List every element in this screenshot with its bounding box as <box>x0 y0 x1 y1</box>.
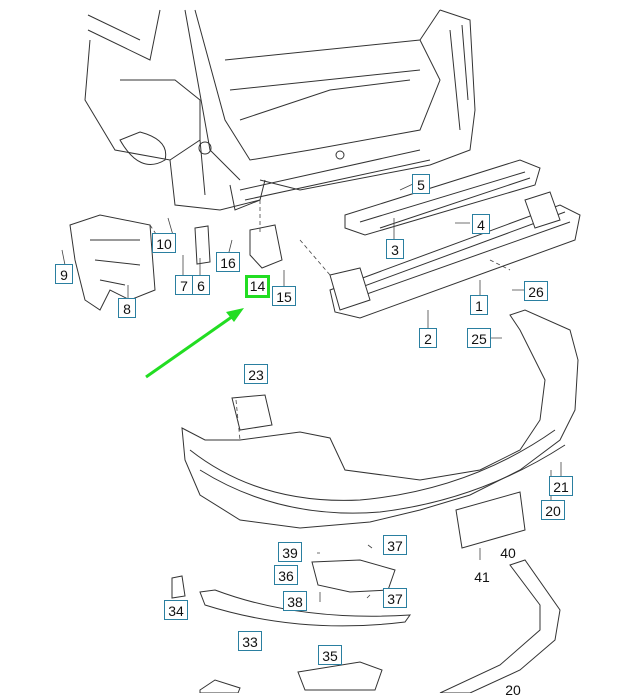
callout-25[interactable]: 25 <box>467 328 491 348</box>
callout-34[interactable]: 34 <box>164 600 188 620</box>
callout-36[interactable]: 36 <box>274 565 298 585</box>
callout-10[interactable]: 10 <box>152 233 176 253</box>
callout-23[interactable]: 23 <box>244 364 268 384</box>
highlight-arrow <box>145 308 244 379</box>
callout-37-upper[interactable]: 37 <box>383 535 407 555</box>
callout-40[interactable]: 40 <box>500 545 516 561</box>
callout-39[interactable]: 39 <box>278 542 302 562</box>
callout-21[interactable]: 21 <box>549 476 573 496</box>
callout-37-lower[interactable]: 37 <box>383 588 407 608</box>
callout-6[interactable]: 6 <box>192 275 210 295</box>
callout-20-upper[interactable]: 20 <box>541 500 565 520</box>
callout-4[interactable]: 4 <box>472 214 490 234</box>
callout-9[interactable]: 9 <box>55 264 73 284</box>
lower-trim-parts <box>171 559 561 694</box>
bumper-cover-part <box>181 309 579 529</box>
callout-35[interactable]: 35 <box>318 645 342 665</box>
callout-33[interactable]: 33 <box>238 631 262 651</box>
callout-38[interactable]: 38 <box>283 591 307 611</box>
side-brackets-part <box>69 214 283 311</box>
callout-5[interactable]: 5 <box>412 174 430 194</box>
callout-26[interactable]: 26 <box>524 281 548 301</box>
callout-16[interactable]: 16 <box>216 252 240 272</box>
callout-41[interactable]: 41 <box>474 569 490 585</box>
callout-3[interactable]: 3 <box>386 239 404 259</box>
impact-absorber-part <box>344 159 541 236</box>
callout-7[interactable]: 7 <box>175 275 193 295</box>
license-plate-part <box>455 491 526 549</box>
callout-1[interactable]: 1 <box>470 295 488 315</box>
callout-8[interactable]: 8 <box>118 298 136 318</box>
bumper-reinforcement-part <box>329 191 581 319</box>
vehicle-body-shell <box>84 9 476 211</box>
callout-2[interactable]: 2 <box>419 328 437 348</box>
callout-15[interactable]: 15 <box>272 286 296 306</box>
callout-14-highlighted[interactable]: 14 <box>245 275 270 298</box>
callout-20-lower[interactable]: 20 <box>505 682 521 698</box>
